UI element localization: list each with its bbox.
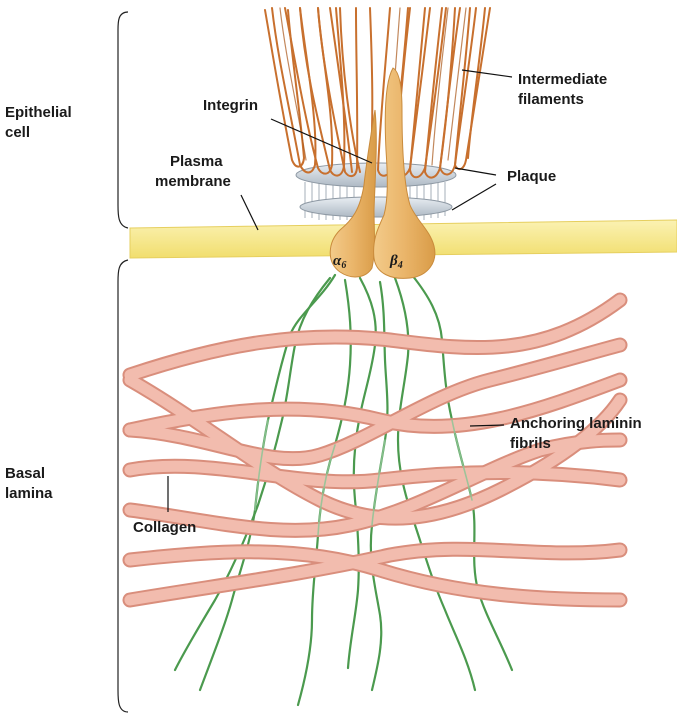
laminin-overlay xyxy=(254,419,473,536)
plasma-membrane-label-line1: Plasma xyxy=(170,153,223,170)
integrin-alpha6-subunit xyxy=(329,109,377,278)
anchoring-laminin-fibrils-label-line1: Anchoring laminin xyxy=(510,415,642,432)
alpha6-label: α6 xyxy=(333,253,346,271)
basal-lamina-label-line1: Basal xyxy=(5,465,45,482)
epithelial-cell-label-line1: Epithelial xyxy=(5,104,72,121)
intermediate-filaments-label-line2: filaments xyxy=(518,91,584,108)
epithelial-cell-label-line2: cell xyxy=(5,124,30,141)
collagen-label: Collagen xyxy=(133,519,196,536)
integrin-label: Integrin xyxy=(203,97,258,114)
basal-lamina-label-line2: lamina xyxy=(5,485,53,502)
beta4-label: β4 xyxy=(389,253,403,271)
epithelial-cell-bracket xyxy=(117,11,129,229)
plasma-membrane-label-line2: membrane xyxy=(155,173,231,190)
anchoring-laminin-fibrils-label-line2: fibrils xyxy=(510,435,551,452)
collagen-fibrils xyxy=(122,292,628,608)
basal-lamina-bracket xyxy=(117,259,129,713)
plaque-label: Plaque xyxy=(507,168,556,185)
intermediate-filaments-label-line1: Intermediate xyxy=(518,71,607,88)
labels: Epithelial cell Basal lamina Integrin Pl… xyxy=(5,71,642,536)
leader-lines xyxy=(167,69,513,512)
integrin-beta4-subunit xyxy=(373,67,436,279)
